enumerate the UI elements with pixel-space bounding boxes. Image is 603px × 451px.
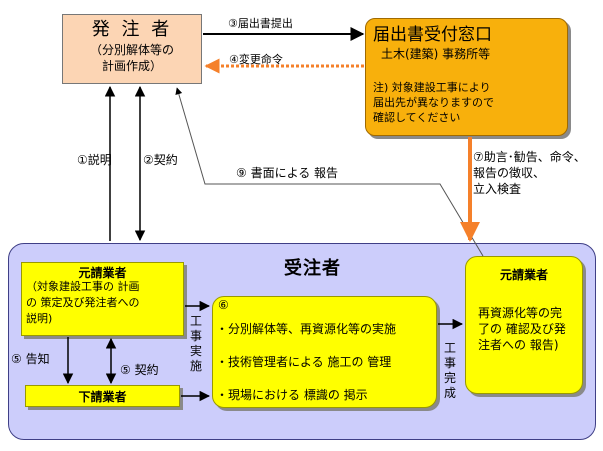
label-explanation: ①説明 [77, 153, 112, 167]
label-advice-orders: ⑦助言･勧告、命令、 報告の徴収、 立入検査 [473, 150, 586, 196]
office-subtitle: 土木(建築) 事務所等 [381, 47, 491, 61]
office-note: 注) 対象建設工事により 届出先が異なりますので 確認してください [373, 81, 494, 124]
contractor-label: 受注者 [284, 258, 341, 279]
subcontractor-title: 下請業者 [78, 390, 127, 404]
label-construction-implementation: 工 事 実 施 [189, 314, 202, 373]
label-written-report: ⑨ 書面による 報告 [236, 166, 339, 180]
label-submit-notification: ③届出書提出 [228, 17, 293, 30]
prime-contractor-right-box [465, 256, 583, 394]
prime-contractor-left-title: 元請業者 [78, 266, 127, 280]
works-box [212, 296, 437, 408]
label-change-order: ④変更命令 [229, 53, 283, 66]
subcontractor-box [25, 385, 180, 407]
prime-contractor-right-body: 再資源化等の完 了の 確認及び発 注者への 報告) [478, 306, 566, 352]
prime-contractor-left-body: （対象建設工事の 計画 の 策定及び発注者への 説明) [26, 280, 140, 325]
works-item-technical-manager: ・技術管理者による 施工の 管理 [216, 355, 392, 369]
works-item-site-sign: ・現場における 標識の 掲示 [216, 388, 368, 402]
prime-contractor-left-box [21, 262, 184, 336]
orderer-title: 発 注 者 [91, 19, 173, 40]
works-number: ⑥ [218, 298, 229, 312]
label-sub-contract: ⑤ 契約 [120, 363, 159, 377]
works-item-separate-demolition: ・分別解体等、再資源化等の実施 [216, 322, 397, 336]
orderer-box [62, 14, 202, 84]
label-notice: ⑤ 告知 [11, 352, 50, 366]
orderer-subtitle: （分別解体等の 計画作成） [89, 43, 174, 73]
label-contract: ②契約 [143, 153, 178, 167]
prime-contractor-right-title: 元請業者 [499, 268, 548, 282]
office-title: 届出書受付窓口 [373, 25, 492, 45]
label-construction-completion: 工 事 完 成 [443, 341, 456, 400]
